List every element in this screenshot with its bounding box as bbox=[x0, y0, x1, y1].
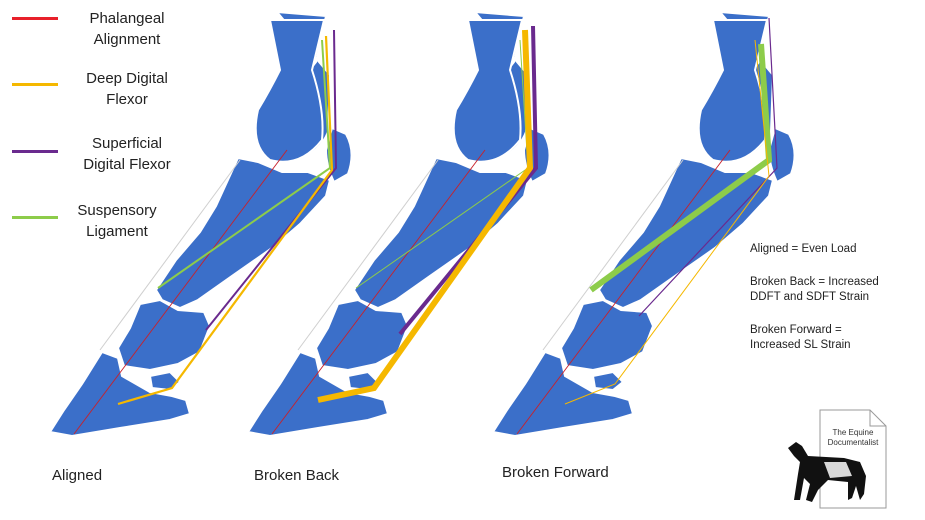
logo-text: The Equine Documentalist bbox=[827, 428, 879, 447]
bone-group-broken-forward bbox=[492, 11, 796, 437]
legend-swatch-green bbox=[12, 216, 58, 219]
legend-swatch-purple bbox=[12, 150, 58, 153]
sl-line-aligned bbox=[157, 39, 332, 289]
sdf-line-broken-forward bbox=[638, 17, 778, 317]
leg-broken-forward bbox=[492, 11, 796, 437]
note-broken-back: Broken Back = Increased DDFT and SDFT St… bbox=[750, 276, 879, 303]
leg-aligned bbox=[49, 11, 353, 437]
caption-broken-back: Broken Back bbox=[254, 467, 340, 484]
leg-broken-back bbox=[247, 11, 551, 437]
ddf-line-broken-forward bbox=[564, 39, 770, 405]
legend-label: Superficial Digital Flexor bbox=[83, 135, 171, 173]
sl-line-broken-forward bbox=[589, 43, 773, 293]
caption-aligned: Aligned bbox=[52, 467, 103, 484]
sdf-line-aligned bbox=[205, 29, 338, 331]
ddf-line-aligned bbox=[117, 35, 334, 406]
caption-broken-forward: Broken Forward bbox=[502, 464, 609, 481]
legend-label: Suspensory Ligament bbox=[77, 202, 157, 240]
legend-label: Deep Digital Flexor bbox=[86, 70, 168, 108]
legend-swatch-yellow bbox=[12, 83, 58, 86]
note-aligned: Aligned = Even Load bbox=[750, 243, 857, 255]
legend-label: Phalangeal Alignment bbox=[89, 10, 165, 48]
horse-silhouette-icon bbox=[788, 442, 866, 502]
legend-swatch-red bbox=[12, 17, 58, 20]
logo-badge bbox=[788, 409, 887, 509]
ddf-line-broken-back bbox=[317, 29, 534, 403]
note-broken-forward: Broken Forward = Increased SL Strain bbox=[750, 324, 851, 351]
sdf-line-broken-back bbox=[398, 25, 539, 336]
